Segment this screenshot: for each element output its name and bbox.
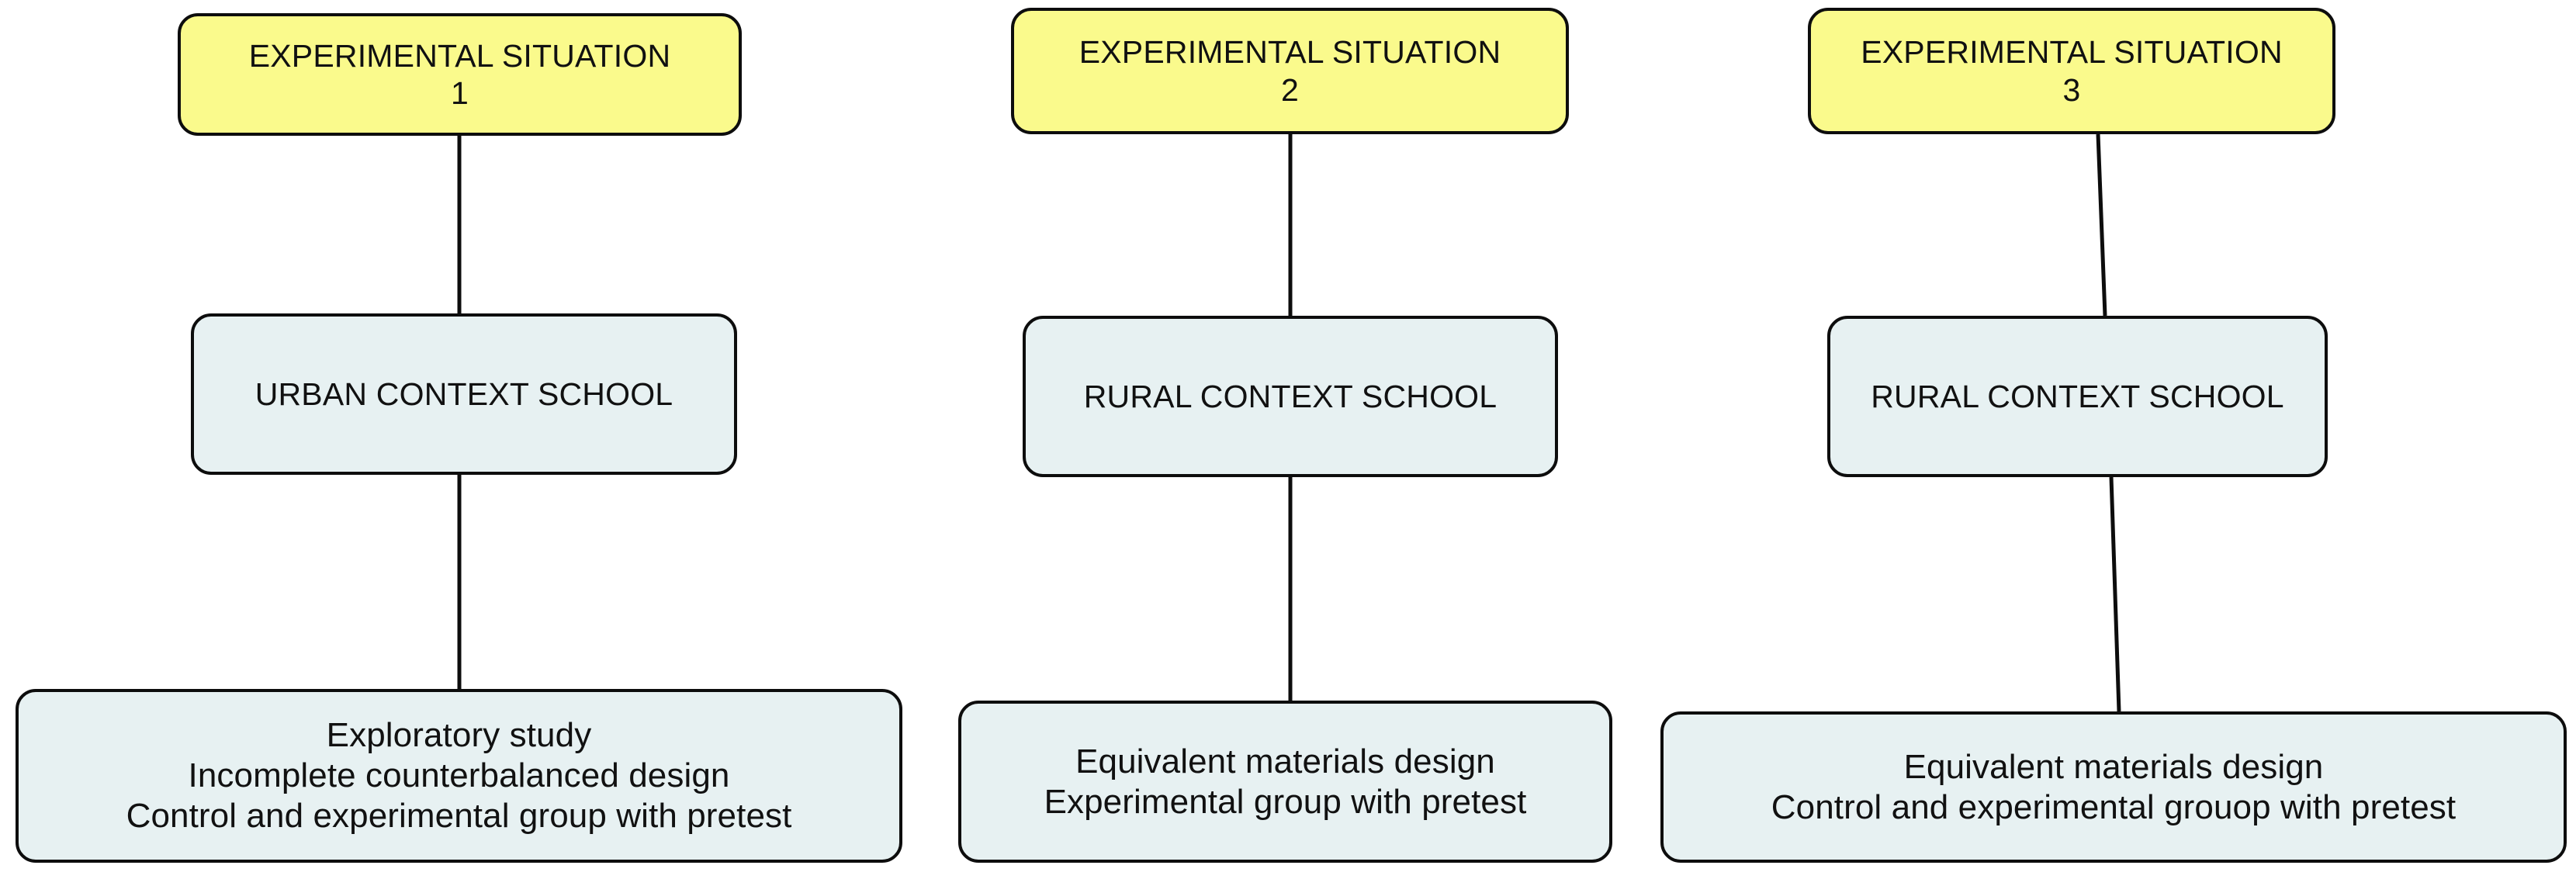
design-description-node-2[interactable]: Equivalent materials design Experimental… <box>958 701 1612 863</box>
design-description-node-3[interactable]: Equivalent materials design Control and … <box>1660 711 2567 863</box>
experimental-situation-1-node[interactable]: EXPERIMENTAL SITUATION 1 <box>178 13 742 136</box>
connector-situation-to-school-3 <box>2096 133 2107 317</box>
urban-context-school-node[interactable]: URBAN CONTEXT SCHOOL <box>191 313 737 475</box>
experimental-situation-2-node[interactable]: EXPERIMENTAL SITUATION 2 <box>1011 8 1569 134</box>
connector-school-to-design-3 <box>2109 476 2121 712</box>
rural-context-school-node-2[interactable]: RURAL CONTEXT SCHOOL <box>1023 316 1558 477</box>
rural-context-school-node-3[interactable]: RURAL CONTEXT SCHOOL <box>1827 316 2328 477</box>
experimental-situation-3-node[interactable]: EXPERIMENTAL SITUATION 3 <box>1808 8 2335 134</box>
design-description-node-1[interactable]: Exploratory study Incomplete counterbala… <box>16 689 902 863</box>
